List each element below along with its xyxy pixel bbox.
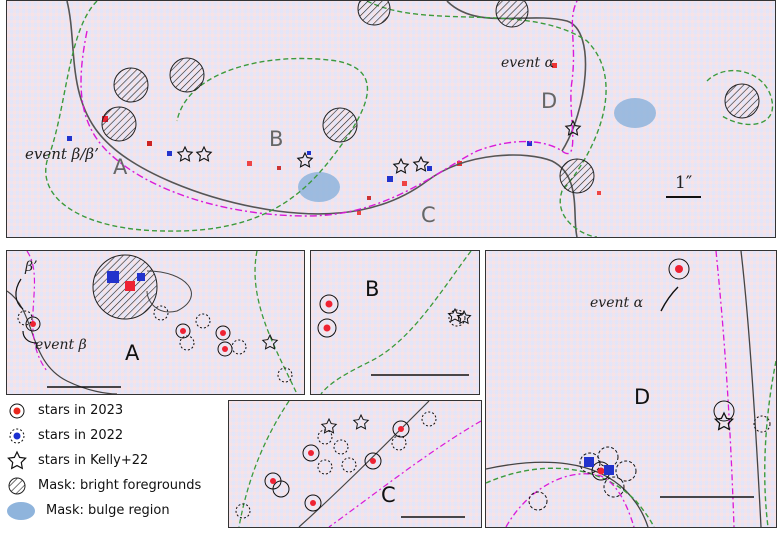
hatched-circle-icon (8, 477, 26, 494)
main-panel: A B C D event α event β/β’ 1″ (6, 0, 776, 238)
legend-item-kelly22: stars in Kelly+22 (6, 448, 226, 473)
main-panel-overlay (45, 1, 774, 237)
blue-ellipse-icon (7, 501, 35, 520)
panel-c: C (228, 400, 482, 528)
panel-b: B (310, 250, 480, 395)
blue-dashed-circle-icon (9, 428, 25, 443)
region-label-d: D (541, 89, 558, 113)
bulge-mask (298, 172, 340, 202)
panel-d-region-label: D (634, 385, 651, 409)
critical-curve-gray (66, 1, 578, 237)
panel-d: event α D (485, 250, 777, 528)
event-beta-label-a: event β (35, 337, 87, 353)
stars-2023-a (25, 316, 233, 357)
panel-d-overlay (486, 251, 776, 527)
event-alpha-label-d: event α (590, 295, 644, 311)
bulge-mask (614, 98, 656, 128)
legend-item-stars-2022: stars in 2022 (6, 423, 226, 448)
panel-a-overlay (7, 251, 298, 394)
panel-c-region-label: C (381, 483, 396, 507)
scale-label: 1″ (675, 173, 693, 193)
kelly22-star-a (261, 333, 279, 350)
region-label-b: B (269, 127, 284, 151)
event-alpha-label: event α (501, 55, 555, 71)
kelly22-stars (176, 119, 582, 174)
panel-c-overlay (235, 401, 481, 527)
legend: stars in 2023 stars in 2022 stars in Kel… (6, 398, 226, 523)
region-label-c: C (421, 203, 436, 227)
legend-item-stars-2023: stars in 2023 (6, 398, 226, 423)
pixel-speckles (67, 63, 601, 215)
legend-item-bulge-mask: Mask: bulge region (6, 498, 226, 523)
red-star-circle-icon (9, 403, 25, 418)
panel-b-overlay (317, 251, 472, 394)
panel-a-region-label: A (125, 341, 140, 365)
panel-a: β’ event β A (6, 250, 305, 395)
critical-curve-magenta (80, 1, 578, 217)
beta-prime-label: β’ (25, 259, 38, 275)
event-beta-label: event β/β’ (25, 145, 99, 163)
foreground-masks (101, 1, 760, 194)
legend-item-foreground-mask: Mask: bright foregrounds (6, 473, 226, 498)
region-label-a: A (113, 155, 128, 179)
stars-2022-a (17, 305, 293, 383)
panel-b-region-label: B (365, 277, 380, 301)
critical-curve-green (45, 1, 774, 237)
open-star-icon (7, 450, 27, 469)
